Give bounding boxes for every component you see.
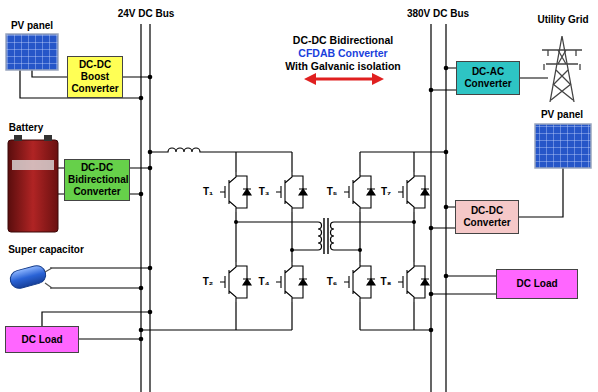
transmission-tower-icon bbox=[542, 36, 582, 102]
converter-box: DC-DC Converter bbox=[455, 200, 519, 234]
switch-label: T₇ bbox=[381, 186, 391, 198]
diode-symbol bbox=[367, 279, 375, 285]
igbt-switches bbox=[220, 172, 429, 302]
box-text: DC-DC Bidirectional Converter bbox=[68, 162, 126, 198]
diode-symbol bbox=[367, 189, 375, 195]
transformer-wire bbox=[236, 222, 414, 250]
converter-box: DC-AC Converter bbox=[456, 61, 520, 95]
converter-title: With Galvanic isolation bbox=[285, 60, 400, 72]
source-label: Battery bbox=[9, 122, 43, 134]
diode-symbol bbox=[299, 279, 307, 285]
igbt-symbol bbox=[276, 172, 307, 212]
bridge-leg bbox=[360, 152, 414, 330]
switch-label: T₄ bbox=[259, 276, 270, 288]
igbt-symbol bbox=[276, 262, 307, 302]
bus-label: 24V DC Bus bbox=[118, 8, 175, 20]
source-label: Super capacitor bbox=[8, 244, 84, 256]
load-box: DC Load bbox=[5, 326, 79, 353]
switch-label: T₁ bbox=[203, 186, 213, 198]
box-text: DC-DC Boost Converter bbox=[71, 59, 119, 95]
igbt-symbol bbox=[344, 262, 375, 302]
converter-box: DC-DC Boost Converter bbox=[67, 56, 123, 98]
box-text: DC Load bbox=[9, 334, 75, 346]
igbt-symbol bbox=[344, 172, 375, 212]
diode-symbol bbox=[243, 279, 251, 285]
bidirectional-arrow bbox=[304, 73, 384, 85]
bridge-leg bbox=[236, 152, 292, 330]
transformer-coil bbox=[318, 222, 322, 250]
battery-icon bbox=[8, 135, 58, 232]
box-text: DC-DC Converter bbox=[459, 205, 515, 229]
switch-label: T₂ bbox=[203, 276, 214, 288]
switch-label: T₈ bbox=[381, 276, 392, 288]
pv-wire bbox=[431, 168, 563, 228]
load-box: DC Load bbox=[496, 269, 578, 299]
igbt-symbol bbox=[220, 172, 251, 212]
supercap-wire bbox=[50, 268, 150, 288]
switch-label: T₃ bbox=[259, 186, 270, 198]
converter-title: CFDAB Converter bbox=[298, 47, 387, 59]
box-text: DC-AC Converter bbox=[460, 66, 516, 90]
source-label: Utility Grid bbox=[537, 14, 588, 26]
diode-symbol bbox=[421, 189, 429, 195]
source-label: PV panel bbox=[11, 20, 53, 32]
transformer-core bbox=[324, 218, 328, 254]
switch-label: T₆ bbox=[327, 276, 338, 288]
bridge-rail bbox=[141, 152, 446, 330]
supercapacitor-icon bbox=[8, 264, 52, 291]
diode-symbol bbox=[243, 189, 251, 195]
box-text: DC Load bbox=[500, 278, 574, 290]
bus-label: 380V DC Bus bbox=[407, 8, 469, 20]
dc-bus-24v bbox=[141, 24, 150, 392]
pv-panel-icon bbox=[6, 34, 58, 70]
diode-symbol bbox=[299, 189, 307, 195]
converter-title: DC-DC Bidirectional bbox=[293, 34, 393, 46]
igbt-symbol bbox=[398, 262, 429, 302]
igbt-symbol bbox=[398, 172, 429, 212]
pv-panel-icon bbox=[535, 124, 591, 168]
dc-bus-380v bbox=[431, 24, 446, 392]
inductor-rail bbox=[150, 148, 292, 152]
transformer-coil bbox=[331, 222, 335, 250]
igbt-symbol bbox=[220, 262, 251, 302]
junction-dots bbox=[139, 66, 449, 342]
converter-box: DC-DC Bidirectional Converter bbox=[64, 159, 130, 201]
diode-symbol bbox=[421, 279, 429, 285]
source-label: PV panel bbox=[541, 109, 583, 121]
switch-label: T₅ bbox=[327, 186, 338, 198]
